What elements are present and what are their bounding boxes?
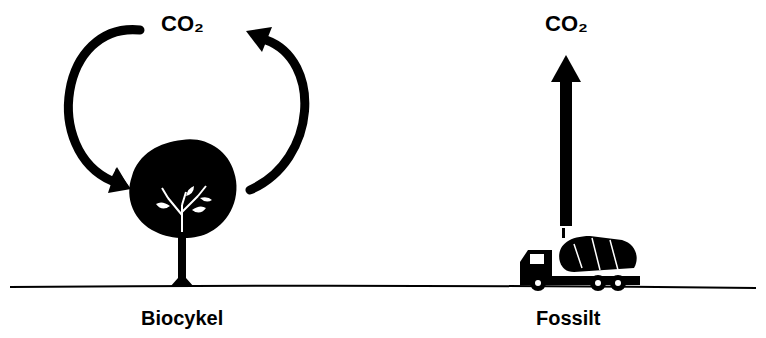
arrow-head [551, 55, 581, 82]
caption-label: Fossilt [536, 307, 600, 329]
gas-label: CO₂ [545, 12, 588, 36]
cycle-arrow [250, 40, 305, 190]
emission-arrow [560, 80, 572, 226]
truck [520, 228, 640, 291]
caption-label: Biocykel [141, 307, 223, 329]
gas-label: CO₂ [161, 12, 204, 36]
arrow-head [108, 168, 131, 193]
tree [129, 139, 236, 287]
ground-line [10, 286, 756, 288]
cycle-arrow [68, 30, 140, 181]
arrow-head [246, 27, 272, 52]
